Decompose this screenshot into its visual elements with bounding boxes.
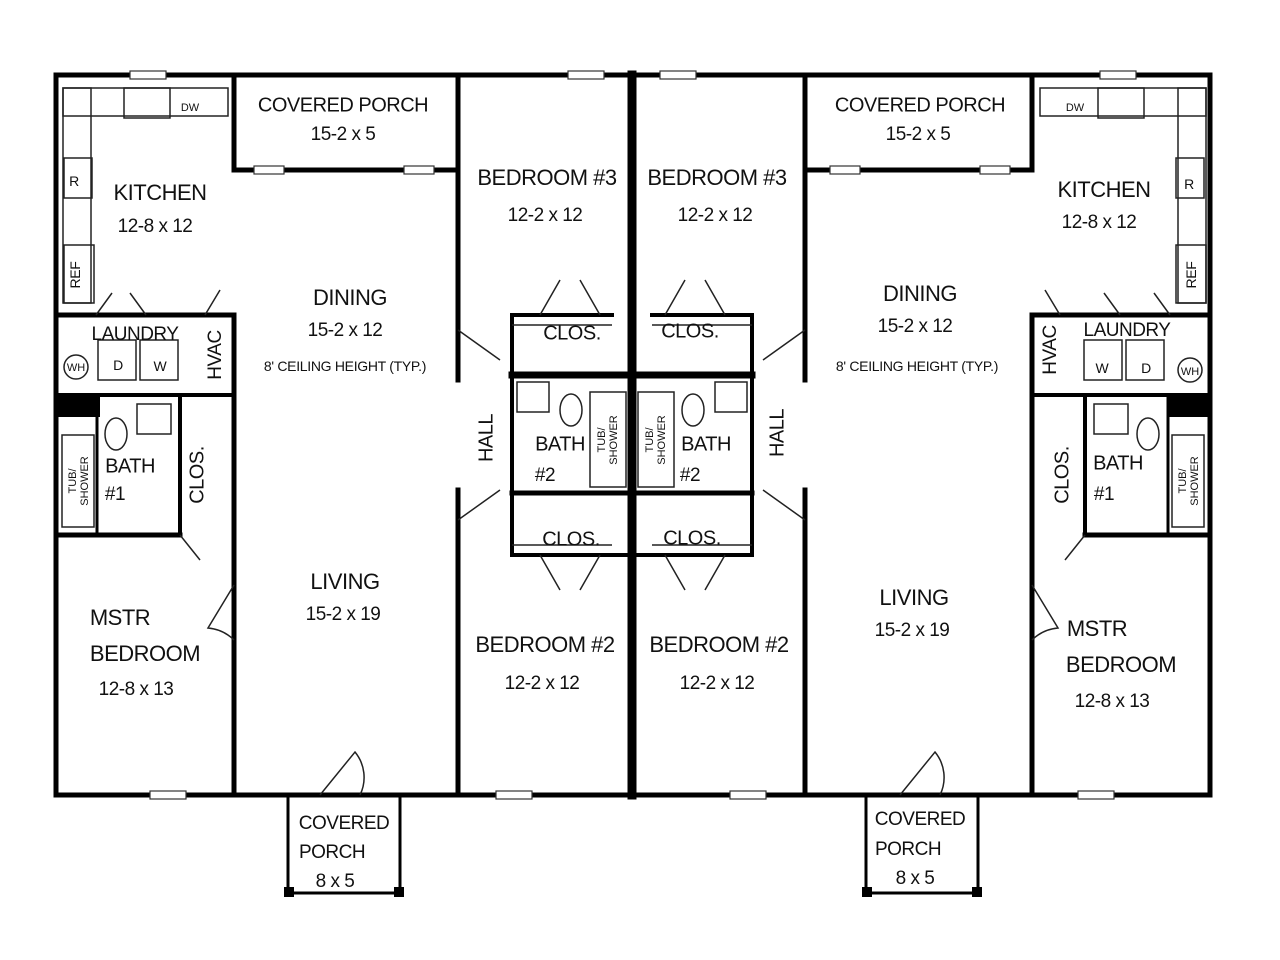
left-bedroom3-name: BEDROOM #3 <box>477 165 617 190</box>
left-bath1-name: BATH <box>105 455 155 478</box>
left-front-porch-line1: COVERED <box>298 813 390 834</box>
left-tub-line1: TUB/ <box>67 468 79 494</box>
left-master-bedroom-line1: MSTR <box>89 605 151 630</box>
left-upper-closet-label: CLOS. <box>543 322 601 345</box>
left-bath2-num: #2 <box>534 465 556 486</box>
right-kitchen-name: KITCHEN <box>1057 177 1151 202</box>
right-master-closet-label: CLOS. <box>1051 446 1074 504</box>
right-washer-label: W <box>1095 360 1109 376</box>
right-master-bedroom-line2: BEDROOM <box>1065 652 1177 677</box>
wall-fills <box>56 395 1210 897</box>
left-tub-line2: SHOWER <box>79 456 91 506</box>
right-dining-name: DINING <box>883 281 958 306</box>
left-front-porch-dim: 8 x 5 <box>315 871 355 892</box>
left-covered-porch-back-name: COVERED PORCH <box>257 94 429 117</box>
right-front-porch-line2: PORCH <box>874 839 942 860</box>
left-bedroom2-name: BEDROOM #2 <box>475 632 615 657</box>
right-master-bedroom-dim: 12-8 x 13 <box>1074 691 1150 712</box>
right-bath2-name: BATH <box>681 433 731 456</box>
left-bedroom2-dim: 12-2 x 12 <box>504 673 580 694</box>
right-bath2-tub-line1: TUB/ <box>644 427 656 453</box>
doors <box>95 279 1171 796</box>
windows <box>129 70 1137 800</box>
left-laundry-name: LAUNDRY <box>91 324 179 345</box>
right-bedroom3-dim: 12-2 x 12 <box>677 205 753 226</box>
left-lower-closet-label: CLOS. <box>542 528 600 551</box>
right-lower-closet-label: CLOS. <box>663 527 721 550</box>
left-dining-dim: 15-2 x 12 <box>307 320 383 341</box>
right-laundry-name: LAUNDRY <box>1083 320 1171 341</box>
right-bedroom2-dim: 12-2 x 12 <box>679 673 755 694</box>
right-dining-dim: 15-2 x 12 <box>877 316 953 337</box>
right-bath2-tub-line2: SHOWER <box>656 415 668 465</box>
left-front-porch-line2: PORCH <box>298 842 366 863</box>
left-dining-note: 8' CEILING HEIGHT (TYP.) <box>263 358 427 374</box>
right-dishwasher-label: DW <box>1065 102 1085 114</box>
right-kitchen-dim: 12-8 x 12 <box>1061 212 1137 233</box>
left-master-closet-label: CLOS. <box>186 446 209 504</box>
left-washer-label: W <box>153 358 167 374</box>
walls <box>53 70 1213 895</box>
left-refrigerator-label: REF <box>67 261 83 289</box>
left-master-bedroom-line2: BEDROOM <box>89 641 201 666</box>
right-front-porch-line1: COVERED <box>874 809 966 830</box>
right-bedroom2-name: BEDROOM #2 <box>649 632 789 657</box>
right-water-heater-label: WH <box>1180 366 1200 378</box>
right-hvac-label: HVAC <box>1040 325 1061 375</box>
left-bath2-tub-line1: TUB/ <box>596 427 608 453</box>
left-bath2-tub-line2: SHOWER <box>608 415 620 465</box>
right-living-dim: 15-2 x 19 <box>874 620 950 641</box>
left-hall-label: HALL <box>475 413 498 463</box>
right-bath2-num: #2 <box>679 465 701 486</box>
right-bedroom3-name: BEDROOM #3 <box>647 165 787 190</box>
right-bath1-num: #1 <box>1093 484 1115 505</box>
right-tub-line1: TUB/ <box>1177 468 1189 494</box>
fixtures <box>61 87 1207 546</box>
left-kitchen-name: KITCHEN <box>113 180 207 205</box>
left-hvac-label: HVAC <box>205 330 226 380</box>
right-hall-label: HALL <box>766 408 789 458</box>
right-master-bedroom-line1: MSTR <box>1066 616 1128 641</box>
left-living-name: LIVING <box>310 569 380 594</box>
left-bath2-name: BATH <box>535 433 585 456</box>
right-bath1-name: BATH <box>1093 452 1143 475</box>
right-dryer-label: D <box>1141 360 1151 376</box>
left-dryer-label: D <box>113 357 123 373</box>
left-bedroom3-dim: 12-2 x 12 <box>507 205 583 226</box>
left-kitchen-dim: 12-8 x 12 <box>117 216 193 237</box>
right-front-porch-dim: 8 x 5 <box>895 868 935 889</box>
left-covered-porch-back-dim: 15-2 x 5 <box>310 124 376 145</box>
right-range-label: R <box>1184 176 1194 192</box>
right-dining-note: 8' CEILING HEIGHT (TYP.) <box>835 358 999 374</box>
left-range-label: R <box>69 173 79 189</box>
left-master-bedroom-dim: 12-8 x 13 <box>98 679 174 700</box>
left-bath1-num: #1 <box>104 484 126 505</box>
left-living-dim: 15-2 x 19 <box>305 604 381 625</box>
right-covered-porch-back-dim: 15-2 x 5 <box>885 124 951 145</box>
left-dishwasher-label: DW <box>180 102 200 114</box>
left-dining-name: DINING <box>313 285 388 310</box>
right-living-name: LIVING <box>879 585 949 610</box>
right-covered-porch-back-name: COVERED PORCH <box>834 94 1006 117</box>
right-upper-closet-label: CLOS. <box>661 320 719 343</box>
right-refrigerator-label: REF <box>1183 261 1199 289</box>
left-water-heater-label: WH <box>66 362 86 374</box>
right-tub-line2: SHOWER <box>1189 456 1201 506</box>
